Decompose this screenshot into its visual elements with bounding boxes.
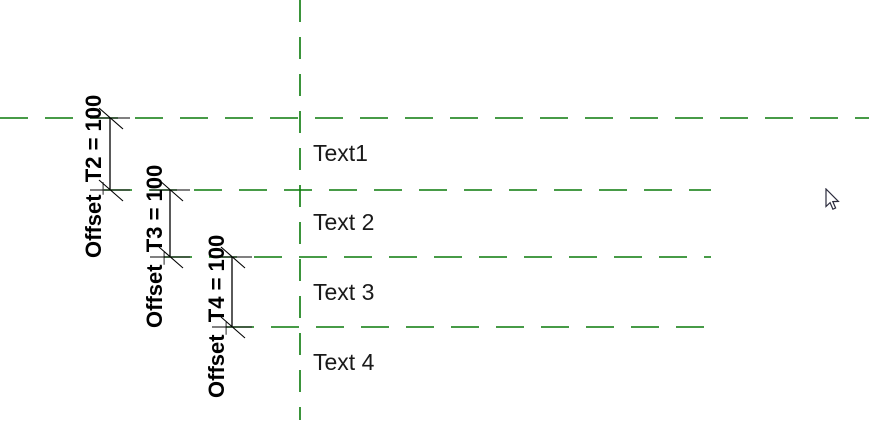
dimension-T4-tick-top xyxy=(220,246,246,269)
dimension-T4-tick-bottom xyxy=(220,316,246,339)
construction-lines-group xyxy=(0,0,869,420)
dimension-T4[interactable] xyxy=(212,246,252,339)
dimension-T3-tick-bottom xyxy=(158,246,184,269)
dimension-T2[interactable] xyxy=(90,107,130,202)
dimension-T2-tick-bottom xyxy=(98,179,124,202)
dimension-T2-tick-top xyxy=(98,107,124,130)
dimension-T3-tick-top xyxy=(158,179,184,202)
dimension-T3[interactable] xyxy=(150,179,190,269)
